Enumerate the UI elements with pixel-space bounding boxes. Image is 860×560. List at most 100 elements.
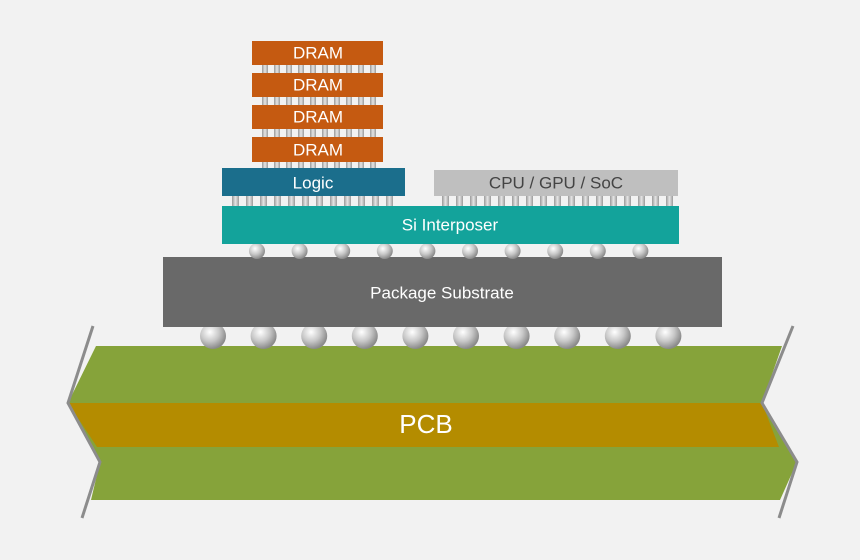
c4-bump [462,243,478,259]
micro-bump [638,196,645,206]
tsv-pillar [310,162,316,168]
tsv-pillar [274,162,280,168]
bumps-interposer-substrate [249,243,649,259]
tsv-pillar [262,65,268,73]
solder-ball [554,323,581,349]
micro-bump [456,196,463,206]
tsv-pillar [346,65,352,73]
solder-ball [250,323,277,349]
tsv-pillar [274,97,280,105]
dram-die-label: DRAM [293,44,343,63]
c4-bump [249,243,265,259]
solder-balls-substrate-pcb [200,323,682,349]
tsv-pillar [310,65,316,73]
c4-bump [589,243,606,259]
c4-bump [376,243,393,259]
package-substrate-label: Package Substrate [370,284,514,303]
c4-bump [334,243,351,259]
micro-bump [596,196,603,206]
dram-die-label: DRAM [293,76,343,95]
solder-ball [453,323,479,349]
tsv-pillar [358,129,364,137]
tsv-pillar [358,65,364,73]
tsv-pillar [346,97,352,105]
package-substrate: Package Substrate [163,257,722,327]
tsv-pillar [286,162,292,168]
c4-bump [291,243,308,259]
tsv-pillar [298,97,304,105]
tsv-pillar [346,162,352,168]
tsv-pillar [262,97,268,105]
tsv-pillar [286,97,292,105]
tsv-pillar [346,129,352,137]
micro-bump [344,196,351,206]
dram-die-4: DRAM [252,137,383,162]
micro-bump [246,196,253,206]
micro-bump [582,196,589,206]
tsv-pillar [298,65,304,73]
solder-ball [301,323,328,349]
tsv-pillar [286,65,292,73]
micro-bump [512,196,519,206]
micro-bump [442,196,449,206]
micro-bump [260,196,267,206]
tsv-pillar [370,97,376,105]
tsv-pillar [370,65,376,73]
micro-bump [470,196,477,206]
solder-ball [402,323,429,349]
logic-die-label: Logic [293,174,334,193]
pcb-label: PCB [399,409,452,439]
dram-stack: DRAM DRAM DRAM DRAM [252,41,383,162]
dram-die-1: DRAM [252,41,383,65]
tsv-pillar [334,97,340,105]
micro-bump [666,196,673,206]
solder-ball [200,323,226,349]
dram-die-label: DRAM [293,141,343,160]
micro-bump [386,196,393,206]
dram-die-label: DRAM [293,108,343,127]
tsv-pillar [334,65,340,73]
tsv-pillar [358,162,364,168]
tsv-pillar [310,129,316,137]
micro-bump [358,196,365,206]
micro-bump [652,196,659,206]
c4-bump [632,243,649,259]
micro-bump [316,196,323,206]
tsv-pillar [310,97,316,105]
micro-bump [330,196,337,206]
solder-ball [655,323,682,349]
c4-bump [419,243,436,259]
micro-bump [540,196,547,206]
micro-bump [232,196,239,206]
tsv-pillar [274,129,280,137]
tsv-pillar [322,129,328,137]
tsv-pillar [334,129,340,137]
micro-bump [568,196,575,206]
tsv-pillar [262,162,268,168]
tsv-pillar [298,162,304,168]
micro-bump [484,196,491,206]
micro-bump [526,196,533,206]
micro-bumps-die-interposer [232,196,673,206]
dram-die-2: DRAM [252,73,383,97]
si-interposer: Si Interposer [222,206,679,244]
tsv-pillar [370,129,376,137]
tsv-pillar [358,97,364,105]
pcb: PCB [66,325,799,519]
tsv-pillar [322,65,328,73]
solder-ball [503,323,530,349]
solder-ball [604,323,631,349]
tsv-pillar [322,162,328,168]
solder-ball [351,323,378,349]
tsv-pillar [298,129,304,137]
micro-bump [274,196,281,206]
micro-bump [554,196,561,206]
tsv-pillar [334,162,340,168]
logic-die: Logic [222,168,405,196]
c4-bump [547,243,564,259]
cpu-gpu-soc-die: CPU / GPU / SoC [434,170,678,196]
micro-bump [288,196,295,206]
pcb-gold-layer [68,403,779,447]
tsv-pillar [370,162,376,168]
